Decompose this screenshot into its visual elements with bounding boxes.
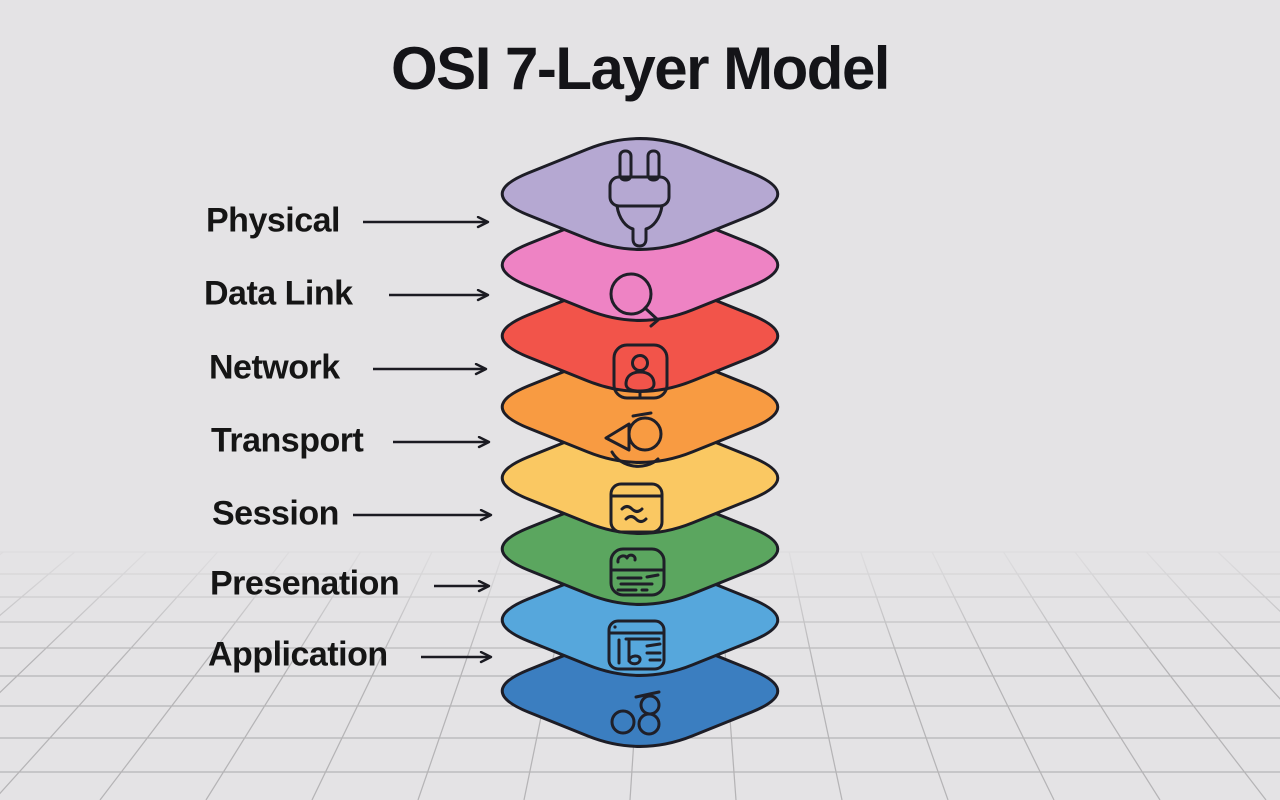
user-card-icon [612, 343, 669, 400]
label-session: Session [212, 494, 339, 533]
nodes-icon [610, 690, 661, 736]
page-title: OSI 7-Layer Model [391, 35, 890, 102]
dial-pointer-icon [604, 411, 663, 468]
magnifier-icon [609, 272, 660, 328]
card-lines-icon [609, 547, 666, 597]
label-application: Application [208, 635, 388, 674]
label-arrows [353, 222, 490, 657]
label-transport: Transport [211, 421, 364, 460]
layer-diamond-physical [500, 137, 780, 251]
layer-stack [500, 137, 780, 748]
layer-icons [604, 149, 671, 736]
label-physical: Physical [206, 201, 340, 240]
browser-page-icon [607, 619, 666, 671]
label-network: Network [209, 348, 340, 387]
label-data-link: Data Link [204, 274, 353, 313]
label-presenation: Presenation [210, 564, 400, 603]
window-waves-icon [609, 482, 664, 534]
power-plug-icon [608, 149, 671, 248]
